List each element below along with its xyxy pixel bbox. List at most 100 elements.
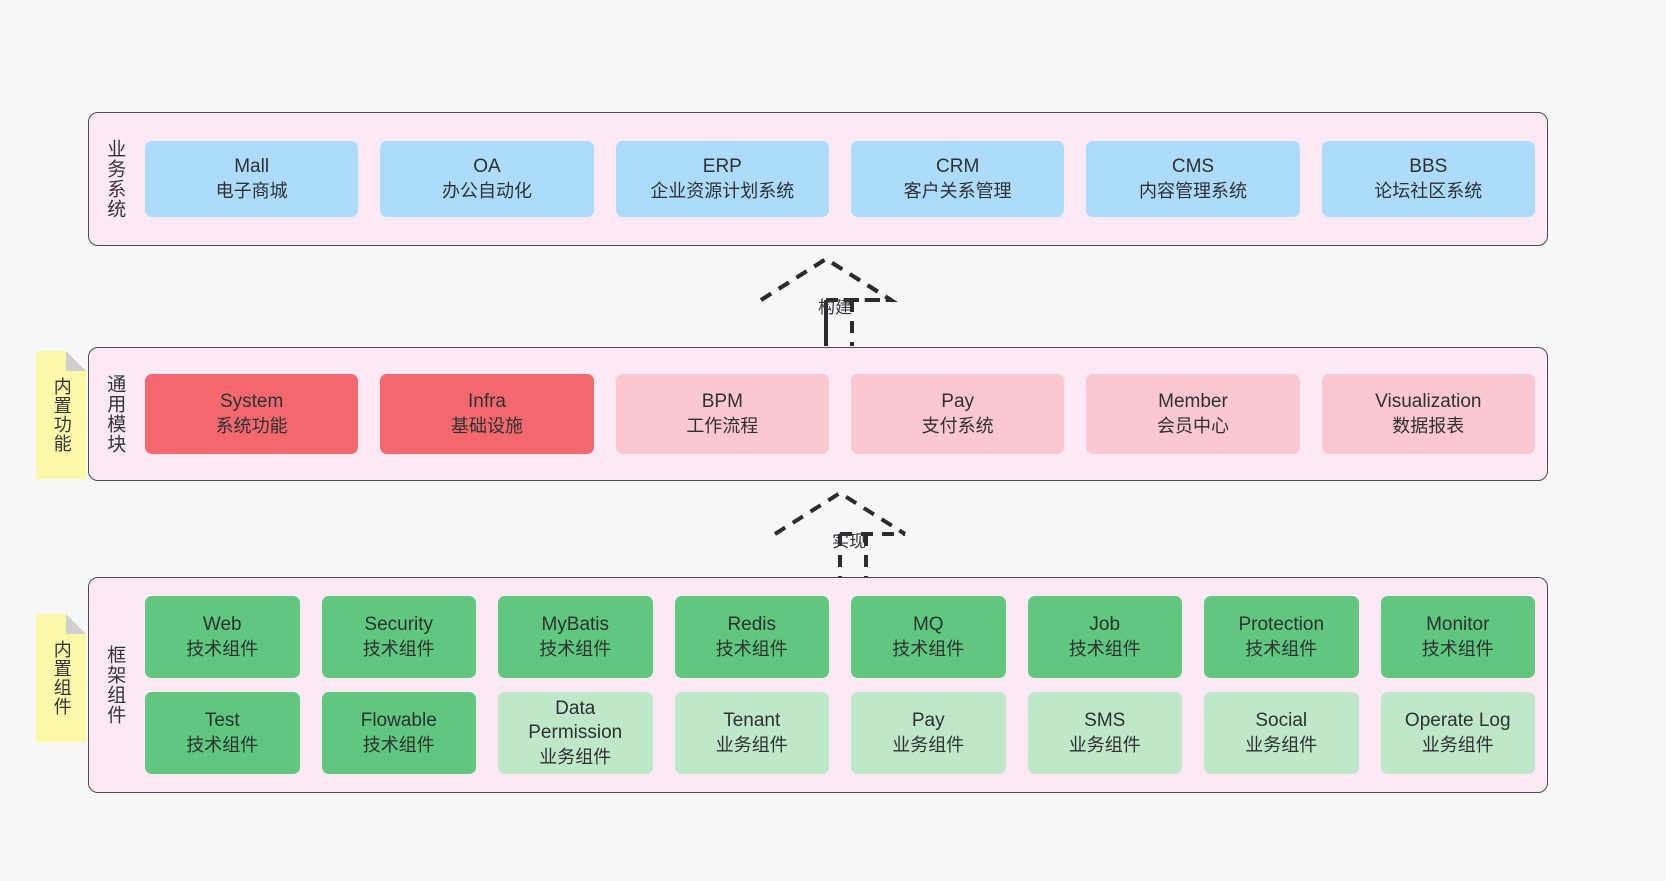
framework-card-redis[interactable]: Redis 技术组件 <box>674 596 829 678</box>
card-title: Mall <box>234 156 270 178</box>
card-title: Pay <box>911 710 945 732</box>
framework-card-sms[interactable]: SMS 业务组件 <box>1027 692 1182 774</box>
framework-card-web[interactable]: Web 技术组件 <box>145 596 300 678</box>
note-builtin-features: 内置功能 <box>36 351 86 479</box>
framework-card-tenant[interactable]: Tenant 业务组件 <box>674 692 829 774</box>
framework-card-mybatis[interactable]: MyBatis 技术组件 <box>498 596 653 678</box>
card-subtitle: 会员中心 <box>1156 415 1229 436</box>
common-card-member[interactable]: Member 会员中心 <box>1086 374 1300 454</box>
card-subtitle: 业务组件 <box>715 734 788 755</box>
card-subtitle: 论坛社区系统 <box>1374 180 1483 201</box>
card-subtitle: 内容管理系统 <box>1138 180 1247 201</box>
card-title: Data Permission <box>528 698 623 744</box>
common-card-row: System 系统功能 Infra 基础设施 BPM 工作流程 Pay 支付系统… <box>145 374 1535 454</box>
card-subtitle: 技术组件 <box>715 638 788 659</box>
card-subtitle: 技术组件 <box>892 638 965 659</box>
card-title: MyBatis <box>541 614 610 636</box>
card-subtitle: 业务组件 <box>1421 734 1494 755</box>
card-title: CMS <box>1171 156 1215 178</box>
card-title: Web <box>202 614 242 636</box>
layer-common-body: System 系统功能 Infra 基础设施 BPM 工作流程 Pay 支付系统… <box>131 358 1535 470</box>
business-card-row: Mall 电子商城 OA 办公自动化 ERP 企业资源计划系统 CRM 客户关系… <box>145 141 1535 217</box>
card-subtitle: 支付系统 <box>921 415 994 436</box>
common-card-visualization[interactable]: Visualization 数据报表 <box>1321 374 1535 454</box>
framework-card-data-permission[interactable]: Data Permission 业务组件 <box>498 692 653 774</box>
card-title: Monitor <box>1426 614 1490 636</box>
framework-card-social[interactable]: Social 业务组件 <box>1204 692 1359 774</box>
common-card-infra[interactable]: Infra 基础设施 <box>380 374 594 454</box>
card-subtitle: 数据报表 <box>1392 415 1465 436</box>
card-title: Job <box>1089 614 1121 636</box>
framework-card-job[interactable]: Job 技术组件 <box>1027 596 1182 678</box>
card-title: Pay <box>941 391 975 413</box>
layer-common-label: 通用模块 <box>104 374 126 454</box>
note-fold-icon <box>66 614 86 634</box>
card-subtitle: 电子商城 <box>215 180 288 201</box>
card-title: Flowable <box>360 710 437 732</box>
card-subtitle: 系统功能 <box>215 415 288 436</box>
card-title: Protection <box>1238 614 1325 636</box>
business-card-crm[interactable]: CRM 客户关系管理 <box>850 141 1065 217</box>
card-subtitle: 办公自动化 <box>441 180 532 201</box>
card-title: MQ <box>912 614 944 636</box>
framework-card-test[interactable]: Test 技术组件 <box>145 692 300 774</box>
business-card-bbs[interactable]: BBS 论坛社区系统 <box>1321 141 1535 217</box>
connector-implement-label: 实现 <box>832 532 866 551</box>
card-subtitle: 业务组件 <box>1068 734 1141 755</box>
note-fold-icon <box>66 351 86 371</box>
card-title: Redis <box>727 614 777 636</box>
framework-card-monitor[interactable]: Monitor 技术组件 <box>1380 596 1535 678</box>
card-title: Member <box>1158 391 1228 413</box>
common-card-bpm[interactable]: BPM 工作流程 <box>615 374 829 454</box>
connector-build-label: 构建 <box>818 298 852 317</box>
business-card-oa[interactable]: OA 办公自动化 <box>380 141 594 217</box>
card-title: Security <box>364 614 434 636</box>
business-card-mall[interactable]: Mall 电子商城 <box>145 141 359 217</box>
card-subtitle: 技术组件 <box>362 734 435 755</box>
card-subtitle: 技术组件 <box>1068 638 1141 659</box>
card-subtitle: 技术组件 <box>1421 638 1494 659</box>
card-title: Infra <box>467 391 506 413</box>
layer-framework-label: 框架组件 <box>104 645 126 725</box>
card-title: Visualization <box>1375 391 1482 413</box>
framework-card-security[interactable]: Security 技术组件 <box>321 596 476 678</box>
card-title: Test <box>204 710 240 732</box>
card-title: CRM <box>936 156 980 178</box>
card-title: OA <box>473 156 501 178</box>
framework-card-pay[interactable]: Pay 业务组件 <box>851 692 1006 774</box>
business-card-erp[interactable]: ERP 企业资源计划系统 <box>615 141 829 217</box>
layer-business-systems: 业务系统 Mall 电子商城 OA 办公自动化 ERP 企业资源计划系统 CRM… <box>88 112 1548 246</box>
note-text: 内置组件 <box>51 640 72 716</box>
card-subtitle: 工作流程 <box>686 415 759 436</box>
card-subtitle: 客户关系管理 <box>903 180 1012 201</box>
framework-card-mq[interactable]: MQ 技术组件 <box>851 596 1006 678</box>
card-subtitle: 技术组件 <box>1245 638 1318 659</box>
common-card-pay[interactable]: Pay 支付系统 <box>850 374 1065 454</box>
layer-framework-components: 框架组件 Web 技术组件 Security 技术组件 MyBatis 技术组件… <box>88 577 1548 793</box>
card-title: BBS <box>1409 156 1448 178</box>
framework-card-protection[interactable]: Protection 技术组件 <box>1204 596 1359 678</box>
common-card-system[interactable]: System 系统功能 <box>145 374 359 454</box>
card-title: System <box>219 391 284 413</box>
business-card-cms[interactable]: CMS 内容管理系统 <box>1086 141 1300 217</box>
note-builtin-components: 内置组件 <box>36 614 86 742</box>
card-subtitle: 基础设施 <box>450 415 523 436</box>
card-title: BPM <box>701 391 743 413</box>
note-text: 内置功能 <box>51 377 72 453</box>
framework-tech-row: Web 技术组件 Security 技术组件 MyBatis 技术组件 Redi… <box>145 596 1535 678</box>
card-subtitle: 企业资源计划系统 <box>650 180 795 201</box>
card-title: Tenant <box>723 710 781 732</box>
layer-business-label: 业务系统 <box>104 139 126 219</box>
card-subtitle: 技术组件 <box>362 638 435 659</box>
layer-common-modules: 通用模块 System 系统功能 Infra 基础设施 BPM 工作流程 Pay… <box>88 347 1548 481</box>
card-title: Operate Log <box>1404 710 1511 732</box>
framework-card-operate-log[interactable]: Operate Log 业务组件 <box>1380 692 1535 774</box>
card-subtitle: 业务组件 <box>1245 734 1318 755</box>
framework-biz-row: Test 技术组件 Flowable 技术组件 Data Permission … <box>145 692 1535 774</box>
framework-card-flowable[interactable]: Flowable 技术组件 <box>321 692 476 774</box>
card-subtitle: 业务组件 <box>892 734 965 755</box>
card-subtitle: 技术组件 <box>186 638 259 659</box>
card-subtitle: 技术组件 <box>186 734 259 755</box>
card-title: ERP <box>702 156 742 178</box>
